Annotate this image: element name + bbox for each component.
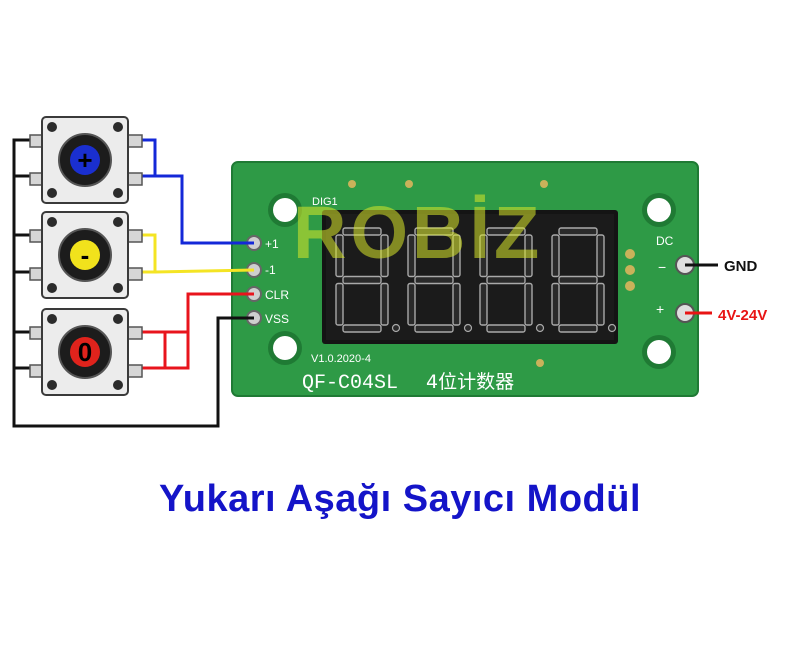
via (625, 249, 635, 259)
via (536, 359, 544, 367)
button-corner-dot (47, 283, 57, 293)
mounting-hole-bottom-left (268, 331, 302, 365)
display-digit (479, 227, 545, 333)
display-segment (380, 282, 389, 326)
button-cap-insert (70, 240, 100, 270)
button-corner-dot (47, 188, 57, 198)
button-leg (127, 326, 143, 340)
mounting-hole-bottom-right (642, 335, 676, 369)
display-segment (558, 227, 598, 236)
page-title: Yukarı Aşağı Sayıcı Modül (158, 478, 642, 520)
push-buttons: + - 0 (29, 116, 143, 396)
seven-segment-display (322, 210, 618, 344)
display-segment (558, 324, 598, 333)
display-segment (335, 234, 344, 278)
mounting-hole-top-left (268, 193, 302, 227)
dc-label: DC (656, 234, 674, 248)
button-leg (127, 229, 143, 243)
board-model: QF-C04SL (302, 372, 398, 395)
clear-button-wire (132, 292, 254, 370)
pin-label-minus1: -1 (265, 263, 276, 277)
button-corner-dot (47, 122, 57, 132)
display-segment (486, 275, 526, 285)
minus-button-wire (132, 233, 255, 274)
display-digit (407, 227, 473, 333)
button-leg (127, 267, 143, 281)
via (348, 180, 356, 188)
display-segment (486, 227, 526, 236)
display-digit (335, 227, 401, 333)
display-digit (551, 227, 617, 333)
button-corner-dot (113, 314, 123, 324)
display-segment (524, 282, 533, 326)
button-symbol: 0 (78, 337, 92, 367)
button-corner-dot (113, 283, 123, 293)
display-segment (407, 234, 416, 278)
display-segment (558, 275, 598, 285)
button-corner-dot (113, 380, 123, 390)
button-cap-insert (70, 145, 100, 175)
button-leg (127, 134, 143, 148)
plus-button-wire (132, 138, 254, 245)
button-symbol: - (81, 240, 90, 270)
display-decimal-point (463, 323, 473, 333)
button-corner-dot (113, 188, 123, 198)
display-segment (596, 234, 605, 278)
display-segment (414, 227, 454, 236)
button-corner-dot (47, 314, 57, 324)
display-segment (407, 282, 416, 326)
display-segment (596, 282, 605, 326)
display-segment (414, 324, 454, 333)
plus-push-button[interactable]: + (29, 116, 143, 204)
board-version: V1.0.2020-4 (311, 353, 371, 365)
gnd-label: GND (724, 258, 758, 275)
common-ground-wire (12, 138, 254, 428)
board-model-suffix: 4位计数器 (426, 371, 514, 393)
display-segment (452, 234, 461, 278)
vin-label: 4V-24V (718, 307, 767, 324)
pin-label-plus1: +1 (265, 237, 279, 251)
minus-push-button[interactable]: - (29, 211, 143, 299)
display-decimal-point (535, 323, 545, 333)
display-decimal-point (607, 323, 617, 333)
display-segment (479, 282, 488, 326)
mounting-hole-top-right (642, 193, 676, 227)
button-cap-insert (70, 337, 100, 367)
display-segment (486, 324, 526, 333)
display-segment (551, 234, 560, 278)
display-segment (414, 275, 454, 285)
button-corner-dot (113, 122, 123, 132)
dc-plus-sign: + (656, 301, 664, 317)
button-symbol: + (77, 145, 92, 175)
display-segment (342, 275, 382, 285)
via (540, 180, 548, 188)
display-decimal-point (391, 323, 401, 333)
button-corner-dot (47, 380, 57, 390)
via (625, 281, 635, 291)
display-segment (335, 282, 344, 326)
pin-label-vss: VSS (265, 312, 289, 326)
watermark: ROBİZ (293, 191, 543, 274)
button-leg (127, 172, 143, 186)
button-corner-dot (47, 217, 57, 227)
via (625, 265, 635, 275)
digit-label: DIG1 (312, 196, 338, 208)
display-segment (342, 324, 382, 333)
display-segment (342, 227, 382, 236)
display-digits (335, 227, 617, 333)
dc-minus-sign: − (658, 259, 666, 275)
display-segment (551, 282, 560, 326)
button-leg (127, 364, 143, 378)
pin-label-clr: CLR (265, 288, 289, 302)
display-segment (524, 234, 533, 278)
button-corner-dot (113, 217, 123, 227)
display-segment (479, 234, 488, 278)
via (405, 180, 413, 188)
display-segment (380, 234, 389, 278)
display-segment (452, 282, 461, 326)
clear-push-button[interactable]: 0 (29, 308, 143, 396)
